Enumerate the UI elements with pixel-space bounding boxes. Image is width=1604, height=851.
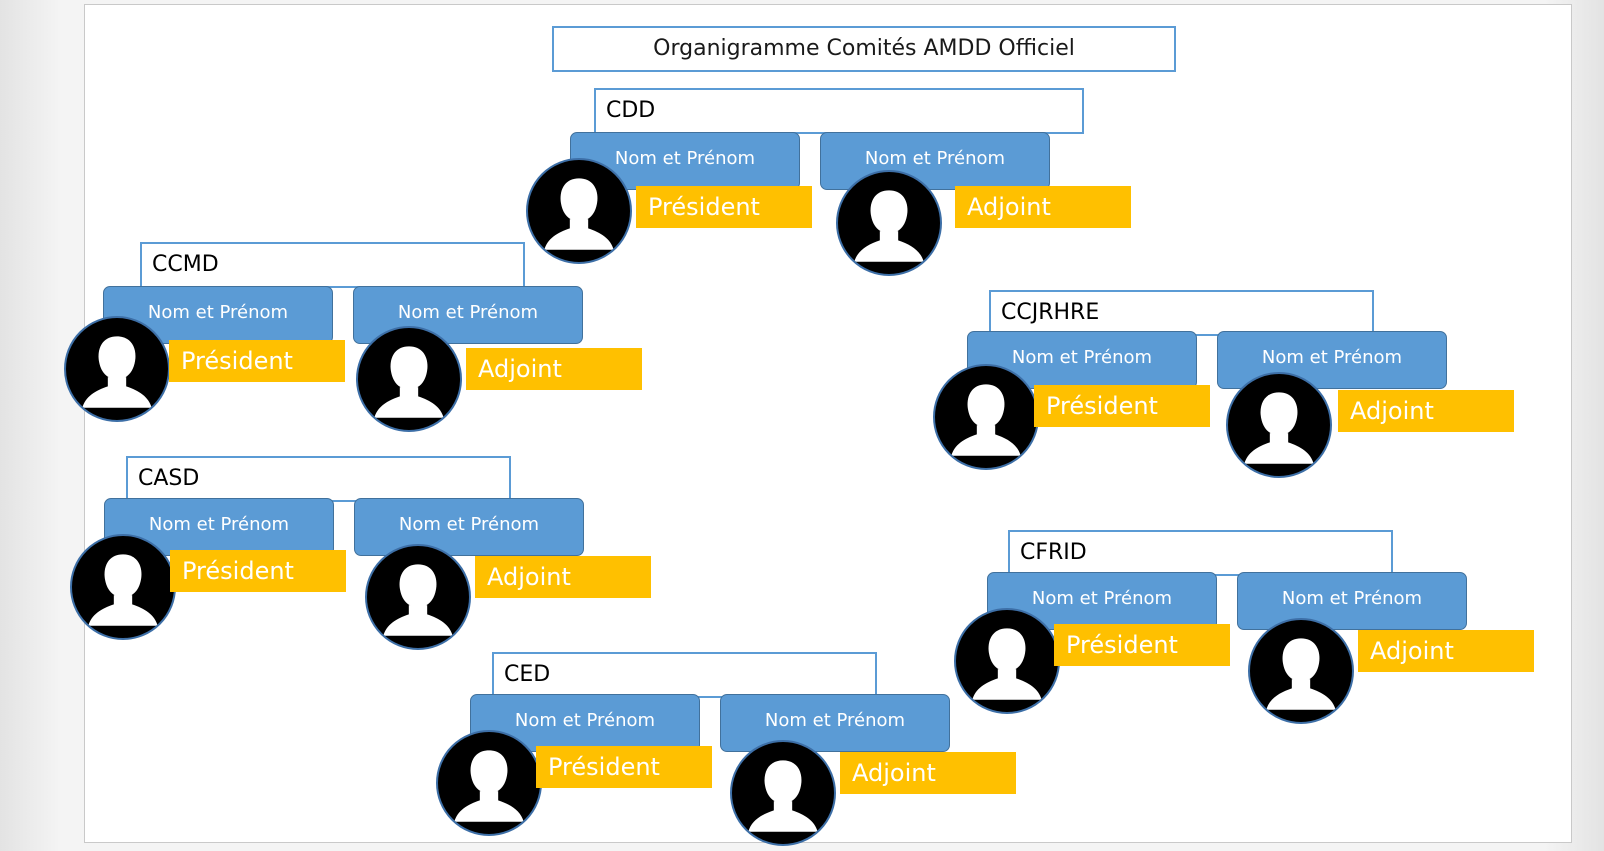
diagram-title: Organigramme Comités AMDD Officiel xyxy=(552,26,1176,72)
person-silhouette-icon xyxy=(526,158,632,264)
role-badge-president: Président xyxy=(1034,385,1210,427)
role-badge-president: Président xyxy=(170,550,346,592)
person-silhouette-icon xyxy=(933,364,1039,470)
member-name-box-adjoint: Nom et Prénom xyxy=(354,498,584,556)
committee-name-frame: CCMD xyxy=(140,242,525,288)
role-badge-adjoint: Adjoint xyxy=(955,186,1131,228)
committee-name: CCJRHRE xyxy=(1001,300,1100,325)
person-silhouette-icon xyxy=(365,544,471,650)
member-name-box-president: Nom et Prénom xyxy=(103,286,333,344)
person-silhouette-icon xyxy=(436,730,542,836)
member-name-box-adjoint: Nom et Prénom xyxy=(820,132,1050,190)
member-name-box-adjoint: Nom et Prénom xyxy=(1237,572,1467,630)
person-silhouette-icon xyxy=(1248,618,1354,724)
member-name-box-adjoint: Nom et Prénom xyxy=(720,694,950,752)
role-badge-president: Président xyxy=(636,186,812,228)
person-silhouette-icon xyxy=(70,534,176,640)
person-silhouette-icon xyxy=(954,608,1060,714)
committee-name-frame: CDD xyxy=(594,88,1084,134)
person-silhouette-icon xyxy=(64,316,170,422)
role-badge-adjoint: Adjoint xyxy=(840,752,1016,794)
role-badge-adjoint: Adjoint xyxy=(466,348,642,390)
committee-name: CFRID xyxy=(1020,540,1087,565)
committee-name-frame: CASD xyxy=(126,456,511,502)
person-silhouette-icon xyxy=(836,170,942,276)
committee-name-frame: CFRID xyxy=(1008,530,1393,576)
role-badge-president: Président xyxy=(169,340,345,382)
committee-name-frame: CED xyxy=(492,652,877,698)
person-silhouette-icon xyxy=(730,740,836,846)
role-badge-adjoint: Adjoint xyxy=(475,556,651,598)
role-badge-adjoint: Adjoint xyxy=(1338,390,1514,432)
committee-name: CASD xyxy=(138,466,200,491)
person-silhouette-icon xyxy=(1226,372,1332,478)
committee-name: CCMD xyxy=(152,252,219,277)
committee-name: CDD xyxy=(606,98,656,123)
role-badge-president: Président xyxy=(1054,624,1230,666)
committee-name: CED xyxy=(504,662,551,687)
role-badge-adjoint: Adjoint xyxy=(1358,630,1534,672)
committee-name-frame: CCJRHRE xyxy=(989,290,1374,336)
person-silhouette-icon xyxy=(356,326,462,432)
role-badge-president: Président xyxy=(536,746,712,788)
